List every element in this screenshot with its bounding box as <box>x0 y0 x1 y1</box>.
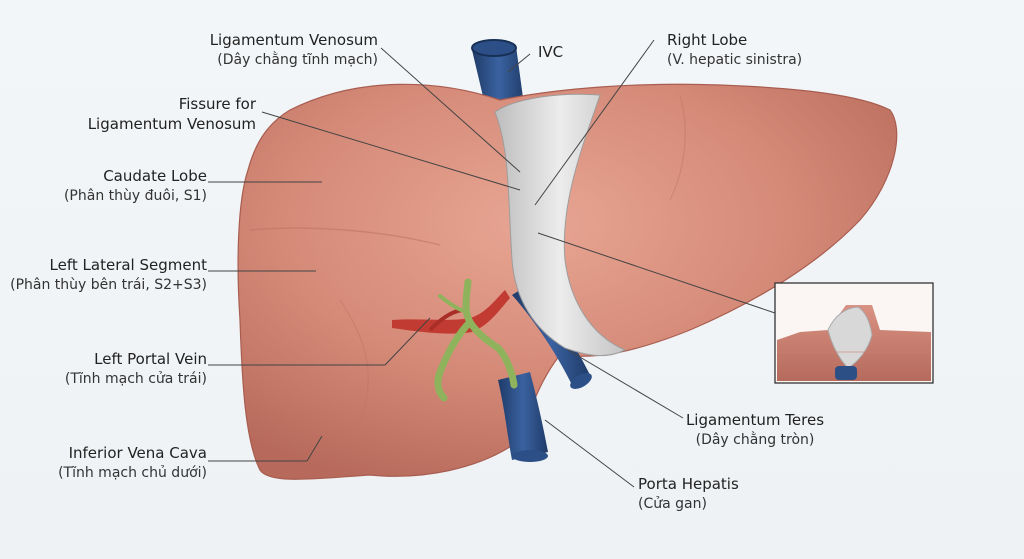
bile-duct-branch <box>438 294 470 314</box>
label-ligamentum-teres-sub: (Dây chằng tròn) <box>695 432 815 448</box>
label-ivc-main: IVC <box>538 43 564 61</box>
label-caudate-lobe-main: Caudate Lobe <box>103 167 207 185</box>
label-ligamentum-venosum-main: Ligamentum Venosum <box>209 31 378 49</box>
label-fissure-main: Fissure for <box>178 95 256 113</box>
bile-duct-branch <box>434 318 474 402</box>
label-right-lobe-main: Right Lobe <box>667 31 748 49</box>
label-right-lobe-sub: (V. hepatic sinistra) <box>667 52 803 68</box>
label-ligamentum-teres: Ligamentum Teres (Dây chằng tròn) <box>680 410 830 450</box>
inferior-vein-opening <box>512 450 548 462</box>
surface-fissure <box>669 94 686 201</box>
label-fissure-sub: Ligamentum Venosum <box>87 115 256 133</box>
left-portal-vein-vessel <box>392 290 510 334</box>
label-ligamentum-venosum: Ligamentum Venosum (Dây chằng tĩnh mạch) <box>196 30 378 70</box>
label-ivc: IVC <box>538 42 563 62</box>
label-ligamentum-teres-main: Ligamentum Teres <box>685 411 825 429</box>
cross-section-inset <box>774 282 934 384</box>
label-left-portal-vein-main: Left Portal Vein <box>94 350 207 368</box>
label-inferior-vena-cava-main: Inferior Vena Cava <box>68 444 207 462</box>
label-porta-hepatis-main: Porta Hepatis <box>638 475 739 493</box>
label-inferior-vena-cava-sub: (Tĩnh mạch chủ dưới) <box>58 465 207 481</box>
label-right-lobe: Right Lobe (V. hepatic sinistra) <box>667 30 802 70</box>
label-left-lateral-segment-sub: (Phân thùy bên trái, S2+S3) <box>10 277 207 293</box>
label-left-portal-vein-sub: (Tĩnh mạch cửa trái) <box>64 371 207 387</box>
label-left-portal-vein: Left Portal Vein (Tĩnh mạch cửa trái) <box>40 349 207 389</box>
portal-vein-opening <box>570 373 592 389</box>
label-inferior-vena-cava: Inferior Vena Cava (Tĩnh mạch chủ dưới) <box>30 443 207 483</box>
label-caudate-lobe-sub: (Phân thùy đuôi, S1) <box>63 188 207 204</box>
label-porta-hepatis-sub: (Cửa gan) <box>638 496 707 512</box>
ivc-opening <box>471 39 517 57</box>
label-porta-hepatis: Porta Hepatis (Cửa gan) <box>638 474 739 514</box>
inferior-vein <box>498 372 548 460</box>
leader-lines <box>208 39 776 488</box>
label-left-lateral-segment-main: Left Lateral Segment <box>49 256 207 274</box>
label-fissure: Fissure for Ligamentum Venosum <box>70 94 256 134</box>
label-left-lateral-segment: Left Lateral Segment (Phân thùy bên trái… <box>8 255 207 295</box>
surface-fissure <box>339 299 369 421</box>
label-ligamentum-venosum-sub: (Dây chằng tĩnh mạch) <box>217 52 378 68</box>
label-caudate-lobe: Caudate Lobe (Phân thùy đuôi, S1) <box>40 166 207 206</box>
bile-duct <box>462 278 518 389</box>
surface-fissure <box>249 227 441 246</box>
ligament-band <box>494 93 627 357</box>
